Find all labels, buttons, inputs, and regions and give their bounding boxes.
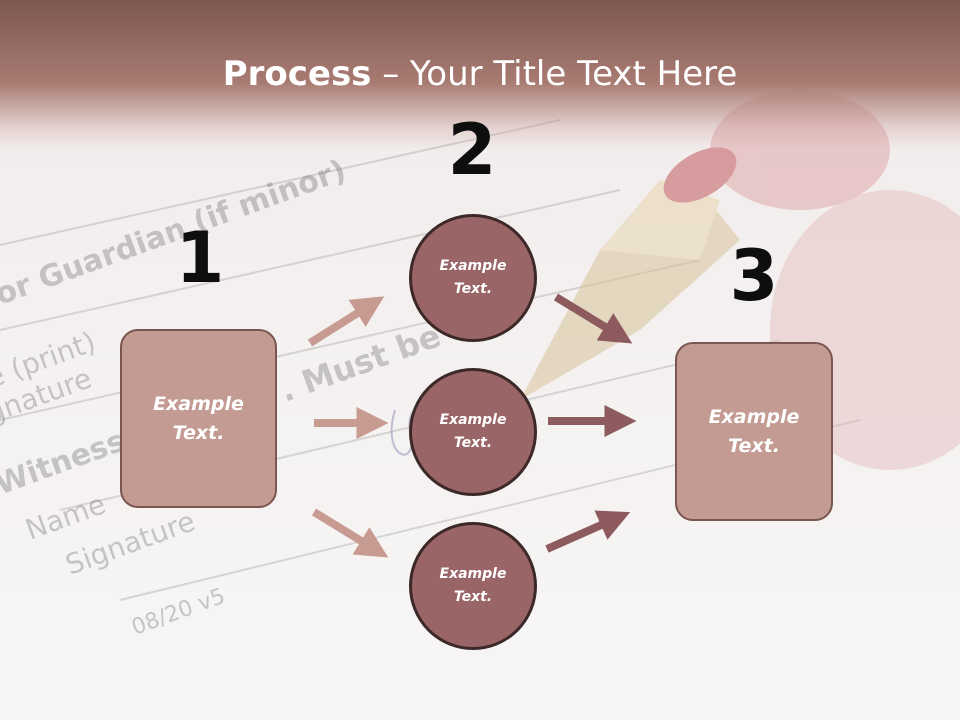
step-box-1-line1: Example — [153, 392, 244, 415]
pen-image — [520, 147, 740, 400]
step-circle-bottom[interactable]: Example Text. — [409, 522, 537, 650]
circle-bottom-line2: Text. — [453, 589, 493, 605]
title-bold: Process — [222, 54, 372, 94]
step-circle-middle[interactable]: Example Text. — [409, 368, 537, 496]
circle-bottom-line1: Example — [439, 566, 507, 582]
circle-middle-line2: Text. — [453, 435, 493, 451]
title-rest: – Your Title Text Here — [371, 54, 738, 94]
slide-title: Process – Your Title Text Here — [0, 52, 960, 96]
step-box-3[interactable]: Example Text. — [675, 342, 833, 521]
title-band — [0, 0, 960, 150]
step-circle-top[interactable]: Example Text. — [409, 214, 537, 342]
step-number-3: 3 — [729, 235, 779, 317]
step-box-3-line2: Text. — [728, 434, 780, 457]
step-box-1[interactable]: Example Text. — [120, 329, 277, 508]
step-box-3-line1: Example — [708, 405, 800, 428]
circle-middle-line1: Example — [439, 412, 507, 428]
step-number-2: 2 — [447, 109, 497, 191]
step-box-1-line2: Text. — [172, 421, 225, 444]
circle-top-line1: Example — [439, 258, 507, 274]
bg-form-line: Witness — [0, 423, 130, 502]
circle-top-line2: Text. — [453, 281, 493, 297]
bg-form-line: 08/20 v5 — [129, 584, 229, 641]
step-number-1: 1 — [175, 217, 225, 299]
